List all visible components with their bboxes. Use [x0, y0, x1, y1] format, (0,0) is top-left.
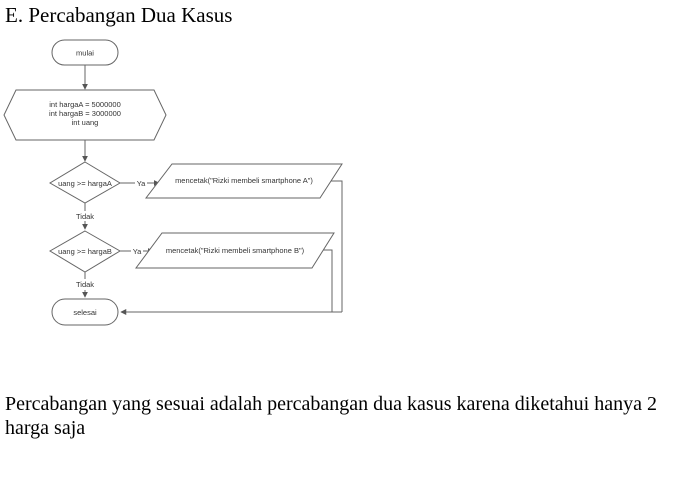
output-2	[135, 232, 335, 269]
declaration-line-2: int hargaB = 3000000	[49, 109, 121, 118]
declaration-line-1: int hargaA = 5000000	[49, 100, 121, 109]
explanation-paragraph: Percabangan yang sesuai adalah percabang…	[5, 393, 657, 439]
start-label: mulai	[76, 49, 94, 58]
section-heading: E. Percabangan Dua Kasus	[5, 3, 233, 27]
flowchart: mulai int hargaA = 5000000 int hargaB = …	[3, 39, 343, 326]
end-label: selesai	[73, 308, 97, 317]
declaration-line-3: int uang	[72, 118, 99, 127]
no-label-2: Tidak	[76, 280, 94, 289]
no-label-1: Tidak	[76, 212, 94, 221]
connector-output2-to-end	[318, 249, 333, 312]
start-terminal	[51, 39, 119, 66]
decision-1	[49, 161, 121, 204]
yes-label-1: Ya	[137, 179, 146, 188]
output-2-label: mencetak("Rizki membeli smartphone B")	[166, 246, 305, 255]
declarations-box	[3, 89, 167, 141]
flow-connectors	[82, 65, 343, 315]
decision-2-label: uang >= hargaB	[58, 247, 112, 256]
connector-output1-to-end	[328, 180, 343, 312]
output-1	[144, 163, 343, 199]
decision-1-label: uang >= hargaA	[58, 179, 112, 188]
decision-2	[49, 230, 121, 273]
end-terminal	[51, 298, 119, 326]
output-1-label: mencetak("Rizki membeli smartphone A")	[175, 176, 313, 185]
yes-label-2: Ya	[133, 247, 142, 256]
